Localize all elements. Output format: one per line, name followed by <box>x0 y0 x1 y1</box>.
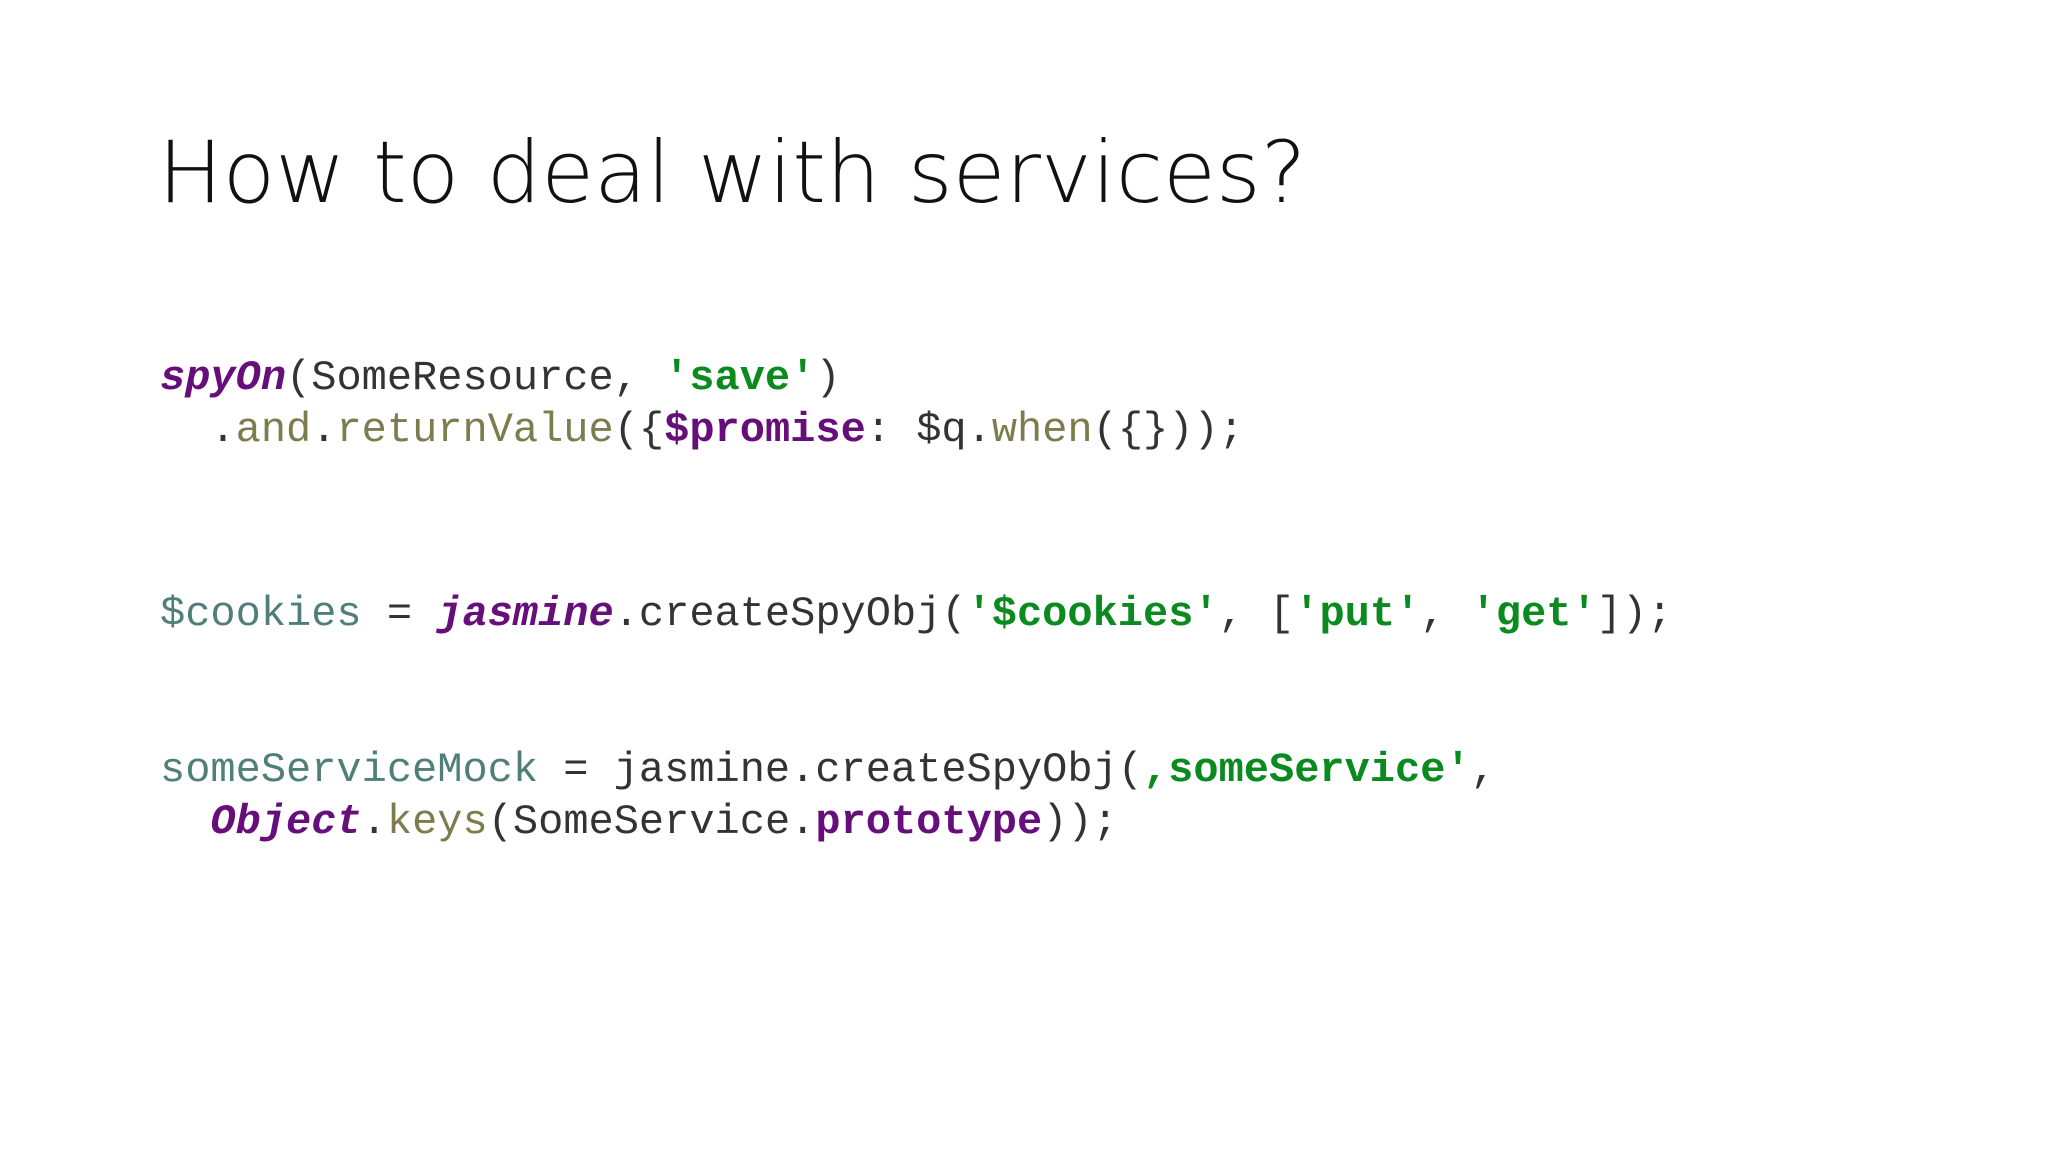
code-token: , <box>1420 590 1471 638</box>
code-token: (SomeResource, <box>286 354 665 402</box>
code-line: $cookies = jasmine.createSpyObj('$cookie… <box>160 588 1672 640</box>
code-token: ]); <box>1596 590 1673 638</box>
code-token: $cookies <box>160 590 362 638</box>
code-token: . <box>361 798 387 846</box>
slide-title: How to deal with services? <box>158 123 1307 223</box>
code-token: = <box>361 590 438 638</box>
code-token: when <box>991 406 1093 454</box>
code-token: $promise <box>664 406 866 454</box>
code-token: jasmine <box>437 590 614 638</box>
code-token: prototype <box>815 798 1043 846</box>
code-token: 'put' <box>1294 590 1421 638</box>
code-token <box>160 798 210 846</box>
code-token: spyOn <box>160 354 287 402</box>
code-token: (SomeService. <box>487 798 816 846</box>
code-token: . <box>160 406 236 454</box>
code-line: someServiceMock = jasmine.createSpyObj(,… <box>160 744 1496 796</box>
code-token: and <box>235 406 312 454</box>
code-token: , [ <box>1218 590 1295 638</box>
code-token: , <box>1470 746 1496 794</box>
code-token: Object <box>210 798 362 846</box>
code-block-spyon: spyOn(SomeResource, 'save') .and.returnV… <box>160 352 1244 456</box>
code-token: ({ <box>613 406 665 454</box>
code-token: = jasmine.createSpyObj( <box>538 746 1143 794</box>
code-token: )); <box>1042 798 1118 846</box>
code-token: ,someService' <box>1142 746 1471 794</box>
code-line: Object.keys(SomeService.prototype)); <box>160 796 1496 848</box>
code-token: keys <box>386 798 488 846</box>
code-token: '$cookies' <box>966 590 1219 638</box>
code-token: ) <box>815 354 841 402</box>
code-token: .createSpyObj( <box>613 590 967 638</box>
code-line: .and.returnValue({$promise: $q.when({}))… <box>160 404 1244 456</box>
code-token: 'save' <box>664 354 816 402</box>
code-token: 'get' <box>1470 590 1597 638</box>
code-token: returnValue <box>336 406 614 454</box>
code-block-cookies-spy: $cookies = jasmine.createSpyObj('$cookie… <box>160 588 1672 640</box>
code-token: . <box>311 406 337 454</box>
code-token: : $q. <box>865 406 992 454</box>
code-token: someServiceMock <box>160 746 539 794</box>
code-token: ({})); <box>1092 406 1244 454</box>
code-block-service-mock: someServiceMock = jasmine.createSpyObj(,… <box>160 744 1496 848</box>
code-line: spyOn(SomeResource, 'save') <box>160 352 1244 404</box>
